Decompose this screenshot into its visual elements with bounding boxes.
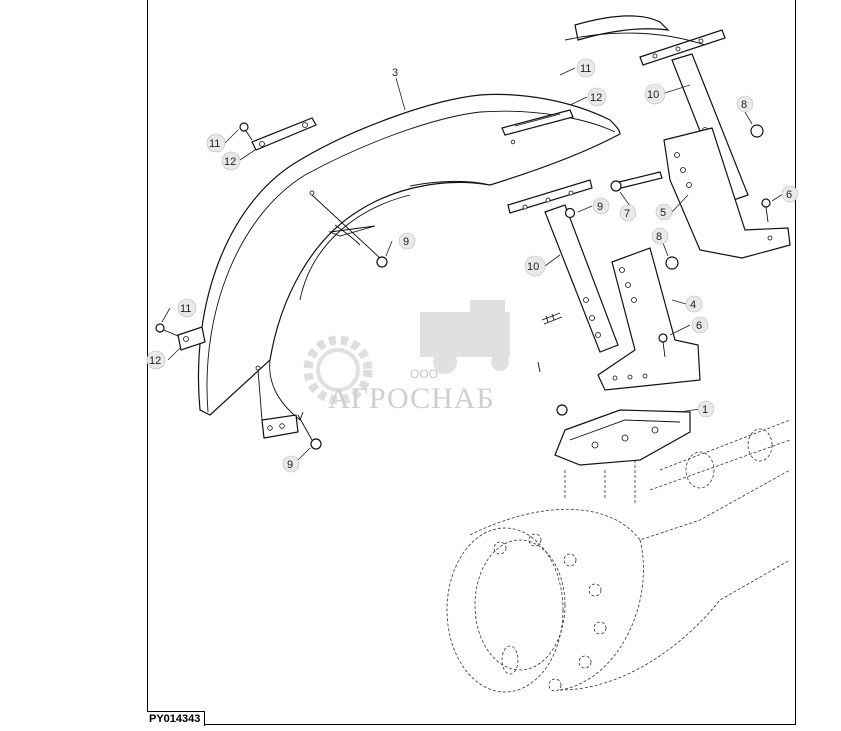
- callout-12a: 12: [587, 87, 607, 107]
- callout-6a-label: 6: [786, 189, 792, 201]
- callout-3: 3: [392, 67, 398, 79]
- clamp-plate-lower-left: [177, 326, 206, 351]
- callout-7-label: 7: [624, 208, 630, 220]
- leader-lines: [161, 67, 784, 465]
- callout-9a-label: 9: [597, 201, 603, 213]
- callout-9b: 9: [398, 232, 416, 250]
- mounting-bracket-lower: [597, 247, 701, 391]
- callout-11c-label: 11: [180, 303, 191, 315]
- callout-12b: 12: [221, 151, 241, 171]
- fender-lower-bracket: [255, 365, 313, 441]
- watermark-gear-icon: [303, 335, 373, 405]
- callout-11a-label: 11: [580, 63, 591, 75]
- axle-housing: [446, 419, 791, 693]
- callout-3-label: 3: [392, 67, 398, 79]
- callout-9a: 9: [592, 197, 610, 215]
- callout-12c: 12: [146, 350, 166, 370]
- watermark-small-text: ООО: [410, 367, 438, 381]
- bolt-base: [556, 404, 568, 416]
- bolt-lower-left: [155, 323, 179, 337]
- nut-middle: [309, 190, 388, 268]
- callout-10a: 10: [644, 83, 666, 105]
- callout-10a-label: 10: [647, 89, 659, 101]
- callout-9c-label: 9: [287, 459, 293, 471]
- callout-10b: 10: [524, 255, 546, 277]
- callout-12c-label: 12: [149, 355, 161, 367]
- watermark: ООО АГРОСНАБ: [303, 300, 510, 415]
- callout-8a: 8: [736, 95, 754, 113]
- clamp-plate-upper-left: [251, 117, 317, 151]
- callout-1-label: 1: [702, 404, 708, 416]
- callout-8b-label: 8: [656, 231, 662, 243]
- callout-6b: 6: [691, 316, 709, 334]
- fender: [197, 93, 621, 421]
- callout-4-label: 4: [690, 299, 696, 311]
- watermark-brand-text: АГРОСНАБ: [328, 382, 495, 415]
- cotter-pin: [537, 361, 541, 373]
- callout-9c: 9: [282, 455, 300, 473]
- spring-pin: [541, 312, 563, 325]
- base-plate: [554, 409, 691, 466]
- nut-bracket-upper: [750, 124, 764, 138]
- screw-bracket-upper: [761, 198, 771, 223]
- callout-1: 1: [697, 400, 715, 418]
- fender-top-right: [564, 15, 706, 46]
- callout-6a: 6: [781, 185, 799, 203]
- callout-11b-label: 11: [209, 138, 220, 150]
- callout-6b-label: 6: [696, 320, 702, 332]
- callouts: 3 11 12 11 12 10 8 7: [146, 58, 799, 473]
- callout-8a-label: 8: [741, 99, 747, 111]
- callout-4: 4: [685, 295, 703, 313]
- support-arm-middle: [507, 179, 619, 353]
- callout-7: 7: [619, 204, 637, 222]
- fender-top-plate: [501, 109, 574, 136]
- bolt-bracket-upper: [610, 171, 663, 192]
- callout-11a: 11: [576, 58, 596, 78]
- watermark-combine-icon: [420, 300, 510, 374]
- callout-8b: 8: [651, 227, 669, 245]
- callout-12b-label: 12: [224, 156, 236, 168]
- screw-bracket-lower: [658, 333, 668, 358]
- nut-bracket-lower: [665, 256, 679, 270]
- callout-11b: 11: [206, 133, 226, 153]
- callout-5: 5: [655, 203, 673, 221]
- callout-10b-label: 10: [527, 261, 539, 273]
- callout-5-label: 5: [660, 207, 666, 219]
- callout-12a-label: 12: [590, 92, 602, 104]
- callout-11c: 11: [177, 298, 197, 318]
- callout-9b-label: 9: [403, 236, 409, 248]
- nut-lower: [310, 438, 322, 450]
- figure-code: PY014343: [147, 711, 206, 726]
- bolt-upper-left: [239, 122, 253, 141]
- nut-arm: [564, 207, 576, 219]
